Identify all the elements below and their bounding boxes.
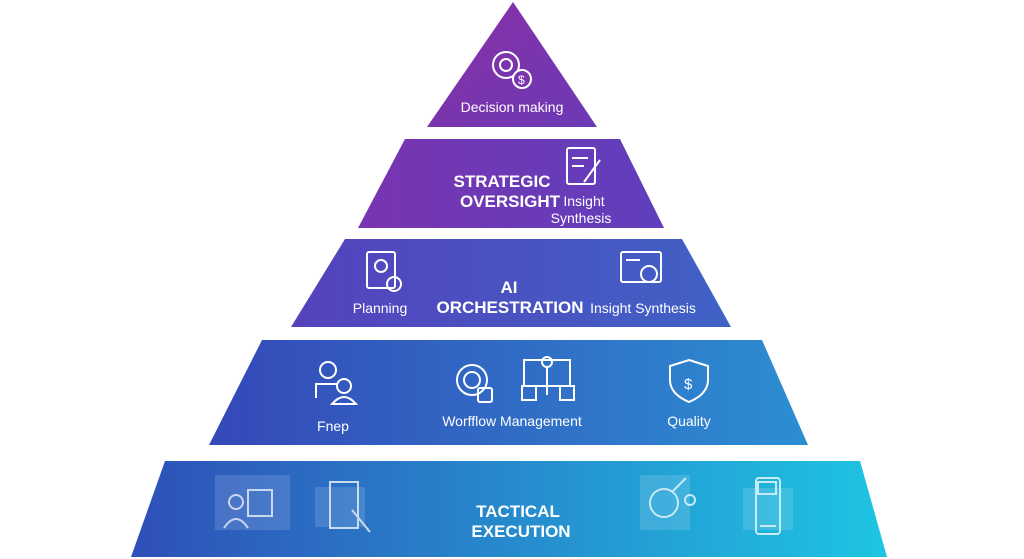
tier-workflow: [209, 340, 808, 445]
fnep-label: Fnep: [317, 418, 349, 434]
tier-strategic: [358, 139, 664, 228]
tactical-title-line2: EXECUTION: [471, 522, 571, 541]
tactical-title-line1: TACTICAL: [476, 502, 560, 521]
analytics-icon: [640, 475, 696, 530]
gear-check-icon: [456, 364, 493, 403]
ai-title-line1: AI: [500, 278, 518, 297]
id-card-icon: [743, 477, 793, 535]
team-user-icon: [315, 361, 359, 405]
workflow-management-label: Worfflow Management: [442, 413, 582, 429]
strategic-title-line2: OVERSIGHT: [459, 192, 561, 211]
gear-dollar-icon: $: [492, 51, 532, 89]
document-search-icon: [366, 251, 402, 292]
decision-making-label: Decision making: [460, 99, 564, 115]
profile-card-icon: [620, 251, 662, 283]
planning-label: Planning: [352, 300, 408, 316]
clipboard-search-icon: [315, 481, 371, 533]
svg-text:$: $: [684, 376, 693, 393]
shield-dollar-icon: $: [669, 358, 709, 404]
strategic-title-line1: STRATEGIC: [453, 172, 551, 191]
user-chat-icon: [215, 475, 290, 530]
insight-synthesis-label: Insight Synthesis: [590, 300, 696, 316]
document-pen-icon: [566, 147, 601, 185]
ai-title-line2: ORCHESTRATION: [436, 298, 584, 317]
svg-text:$: $: [518, 73, 525, 87]
insight-label-line1: Insight: [563, 193, 605, 209]
insight-label-line2: Synthesis: [550, 210, 612, 226]
tier-tactical: [131, 461, 887, 557]
network-nodes-icon: [521, 356, 575, 401]
quality-label: Quality: [667, 413, 711, 429]
